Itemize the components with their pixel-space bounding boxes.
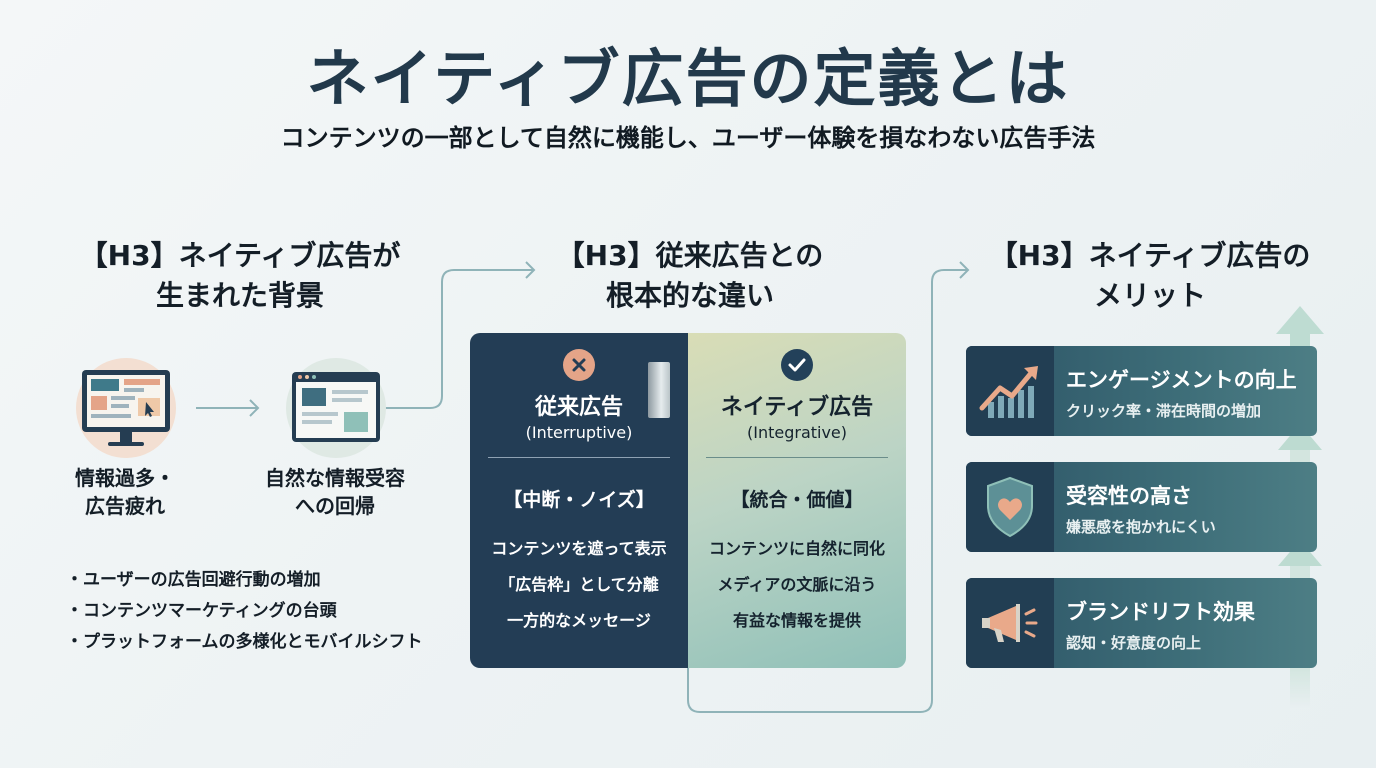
list-item: ユーザーの広告回避行動の増加 xyxy=(66,566,423,597)
native-tag: 【統合・価値】 xyxy=(730,489,864,511)
background-bullet-list: ユーザーの広告回避行動の増加 コンテンツマーケティングの台頭 プラットフォームの… xyxy=(66,566,423,659)
list-item: 一方的なメッセージ xyxy=(507,611,651,630)
merit-title: ブランドリフト効果 xyxy=(1066,600,1255,624)
list-item: コンテンツを遮って表示 xyxy=(491,539,667,558)
divider xyxy=(488,457,670,458)
caption-line: 自然な情報受容 xyxy=(265,466,405,490)
list-item: プラットフォームの多様化とモバイルシフト xyxy=(66,628,423,659)
merit-subtitle: 認知・好意度の向上 xyxy=(1066,634,1202,652)
list-item: 有益な情報を提供 xyxy=(732,611,861,630)
merit-card-engagement: エンゲージメントの向上 クリック率・滞在時間の増加 xyxy=(966,346,1317,436)
connector-left-to-middle xyxy=(384,261,536,409)
merit-card-acceptance: 受容性の高さ 嫌悪感を抱かれにくい xyxy=(966,462,1317,552)
traditional-items: コンテンツを遮って表示 「広告枠」として分離 一方的なメッセージ xyxy=(470,535,688,643)
caption-line: への回帰 xyxy=(295,494,375,518)
heading-line: 【H3】ネイティブ広告が xyxy=(79,239,401,272)
traditional-title: 従来広告 xyxy=(534,395,623,420)
after-caption: 自然な情報受容 への回帰 xyxy=(240,464,430,520)
native-panel-bg xyxy=(688,333,906,668)
card-icon-box xyxy=(966,462,1054,552)
card-icon-box xyxy=(966,346,1054,436)
growth-arrows-icon xyxy=(1276,306,1324,708)
section-heading-difference: 【H3】従来広告との 根本的な違い xyxy=(490,236,890,316)
divider xyxy=(706,457,888,458)
comparison-panel: 従来広告 (Interruptive) 【中断・ノイズ】 コンテンツを遮って表示… xyxy=(470,333,906,668)
section-heading-merits: 【H3】ネイティブ広告の メリット xyxy=(950,236,1350,316)
heading-line: 【H3】従来広告との xyxy=(556,239,824,272)
clean-screen-illustration xyxy=(286,358,386,458)
before-caption: 情報過多・ 広告疲れ xyxy=(40,464,210,520)
section-heading-background: 【H3】ネイティブ広告が 生まれた背景 xyxy=(40,236,440,316)
native-items: コンテンツに自然に同化 メディアの文脈に沿う 有益な情報を提供 xyxy=(688,535,906,643)
native-title: ネイティブ広告 xyxy=(720,395,874,420)
merit-title: エンゲージメントの向上 xyxy=(1066,368,1297,392)
browser-window-icon xyxy=(292,372,380,442)
merit-subtitle: 嫌悪感を抱かれにくい xyxy=(1066,518,1216,536)
merit-subtitle: クリック率・滞在時間の増加 xyxy=(1066,402,1262,420)
check-icon xyxy=(781,349,813,381)
merit-title: 受容性の高さ xyxy=(1066,484,1192,508)
list-item: コンテンツに自然に同化 xyxy=(708,539,885,558)
caption-line: 情報過多・ xyxy=(75,466,175,490)
list-item: コンテンツマーケティングの台頭 xyxy=(66,597,423,628)
monitor-icon xyxy=(82,370,170,446)
list-item: 「広告枠」として分離 xyxy=(499,575,659,594)
traditional-ad-column: 従来広告 (Interruptive) 【中断・ノイズ】 コンテンツを遮って表示… xyxy=(470,333,688,668)
page-subtitle: コンテンツの一部として自然に機能し、ユーザー体験を損なわない広告手法 xyxy=(280,124,1096,152)
traditional-subtitle: (Interruptive) xyxy=(525,423,633,442)
traditional-tag: 【中断・ノイズ】 xyxy=(503,489,655,511)
connector-middle-to-right xyxy=(687,261,970,713)
overloaded-screen-illustration xyxy=(76,358,176,458)
heading-line: メリット xyxy=(1093,279,1206,312)
heading-line: 生まれた背景 xyxy=(155,279,324,312)
native-ad-column: ネイティブ広告 (Integrative) 【統合・価値】 コンテンツに自然に同… xyxy=(688,333,906,668)
megaphone-icon xyxy=(982,604,1038,642)
chart-up-icon xyxy=(979,366,1038,418)
close-icon xyxy=(563,349,595,381)
puzzle-divider-icon xyxy=(648,362,670,418)
arrow-right-icon xyxy=(196,399,260,417)
merit-card-brand-lift: ブランドリフト効果 認知・好意度の向上 xyxy=(966,578,1317,668)
native-subtitle: (Integrative) xyxy=(746,423,848,442)
heading-line: 根本的な違い xyxy=(605,279,774,312)
page-title: ネイティブ広告の定義とは xyxy=(306,42,1070,115)
list-item: メディアの文脈に沿う xyxy=(717,575,877,594)
shield-heart-icon xyxy=(987,476,1033,538)
caption-line: 広告疲れ xyxy=(85,494,165,518)
heading-line: 【H3】ネイティブ広告の xyxy=(989,239,1311,272)
card-icon-box xyxy=(966,578,1054,668)
